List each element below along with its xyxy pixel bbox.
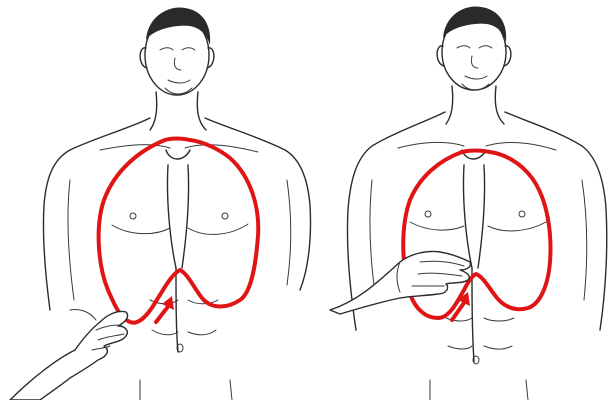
- left-head: [140, 7, 214, 95]
- right-head: [437, 6, 511, 90]
- left-panel: [10, 7, 311, 400]
- right-torso: [347, 86, 606, 400]
- right-sternum: [462, 150, 486, 362]
- left-hand: [10, 309, 128, 400]
- right-panel: [330, 6, 607, 400]
- right-hand: [330, 251, 471, 314]
- left-sternum: [166, 150, 190, 352]
